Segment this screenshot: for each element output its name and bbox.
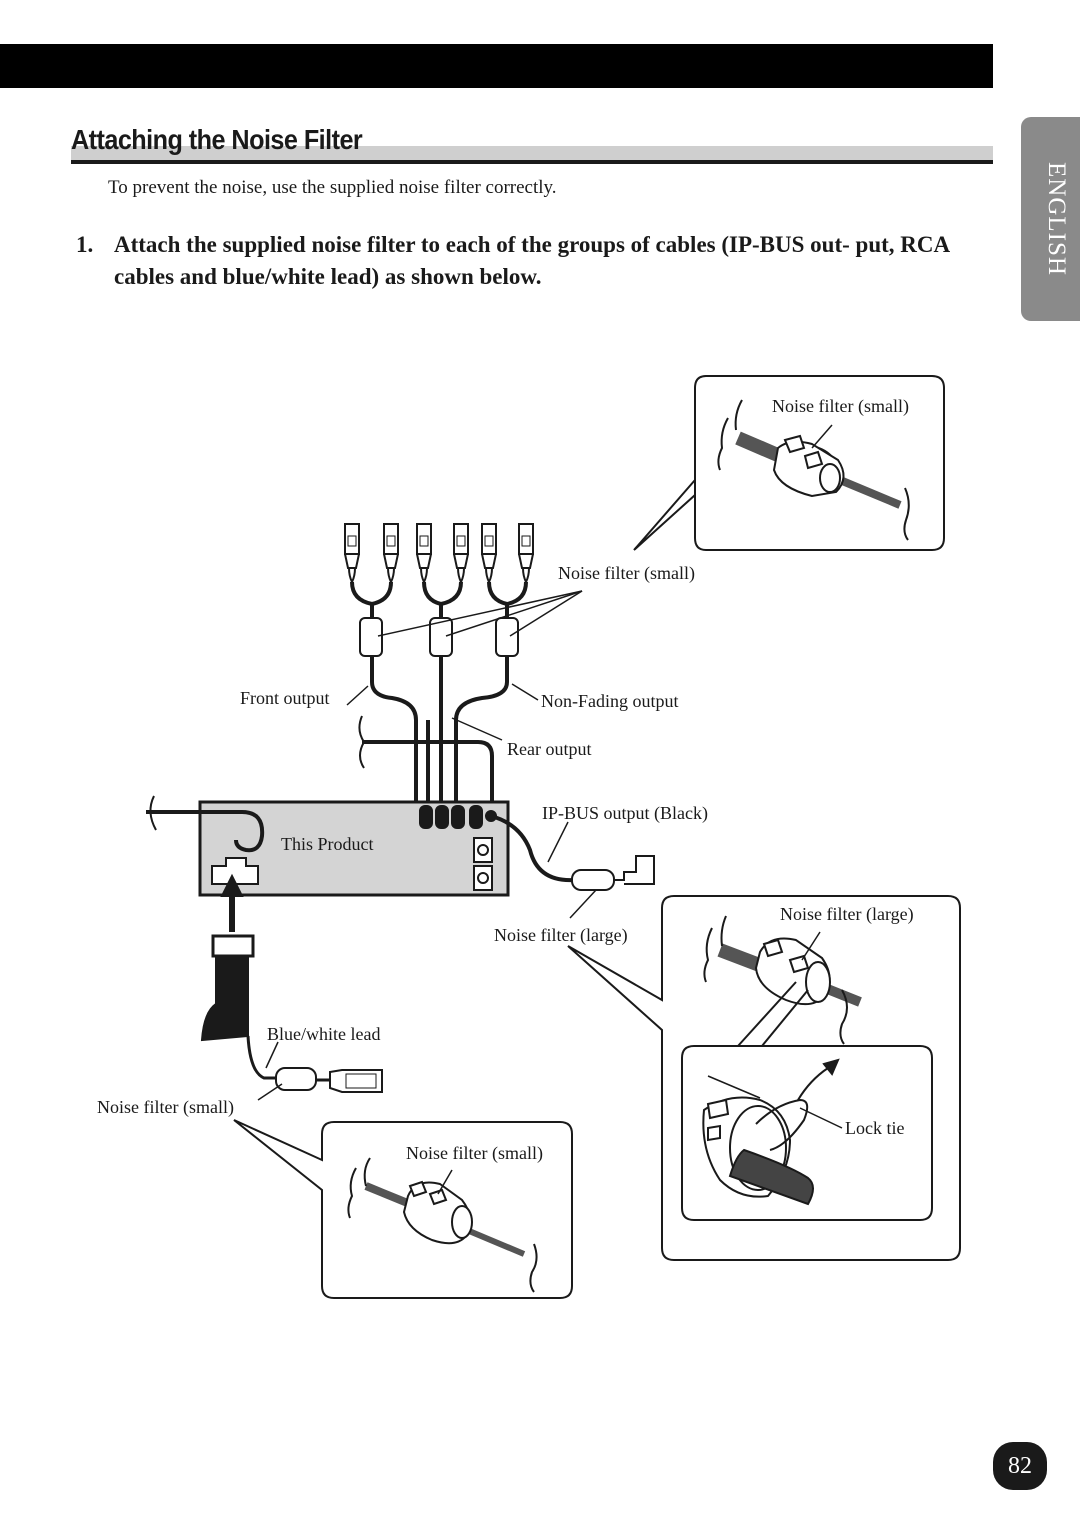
label-nf-large-callout: Noise filter (large) — [780, 904, 914, 925]
label-non-fading-output: Non-Fading output — [541, 691, 679, 711]
leader-lead-filter — [257, 1083, 283, 1101]
ipbus-cable — [490, 814, 575, 883]
step-text: Attach the supplied noise filter to each… — [114, 232, 949, 289]
title-underline — [71, 160, 993, 164]
label-rear-output: Rear output — [507, 739, 591, 759]
ipbus-connector — [614, 855, 655, 885]
label-nf-small-rca: Noise filter (small) — [558, 563, 695, 584]
leader-lock-tie — [799, 1107, 843, 1129]
label-front-output: Front output — [240, 688, 330, 708]
leader-bottom-filter — [437, 1169, 453, 1195]
antenna-cable — [146, 810, 265, 853]
ipbus-filter — [571, 869, 615, 891]
label-this-product: This Product — [281, 834, 374, 854]
blue-white-lead — [200, 873, 383, 1093]
zoom-lock-tie-box — [681, 1045, 933, 1221]
leader-rear-output — [451, 717, 503, 741]
rca-plugs — [344, 523, 534, 585]
lock-tie-detail-icon — [702, 1058, 840, 1206]
noise-filter-small-bottom-icon — [347, 1157, 538, 1293]
zoom-line-right — [761, 989, 809, 1047]
leader-rca-filters — [377, 590, 583, 637]
step-number: 1. — [76, 232, 94, 257]
label-nf-small-bottom: Noise filter (small) — [406, 1143, 543, 1164]
this-product-unit — [198, 800, 510, 897]
label-lock-tie: Lock tie — [845, 1118, 904, 1138]
rca-cables — [350, 581, 528, 810]
leader-ipbus-filter — [569, 889, 597, 919]
title-rule — [71, 146, 993, 162]
noise-filter-large-icon — [703, 915, 862, 1045]
callout-large-filter — [567, 895, 961, 1261]
header-bar — [0, 44, 993, 88]
page-number: 82 — [993, 1442, 1047, 1490]
leader-front-output — [346, 685, 369, 706]
rca-filter-front — [359, 617, 383, 657]
callout-small-filter-top — [633, 375, 945, 551]
language-tab: ENGLISH — [1021, 117, 1080, 321]
callout-small-filter-bottom — [233, 1119, 573, 1299]
leader-blue-white-lead — [265, 1041, 279, 1069]
noise-filter-small-top-icon — [717, 399, 910, 541]
label-nf-small-lead: Noise filter (small) — [97, 1097, 234, 1118]
leader-top-filter — [811, 424, 833, 449]
label-blue-white-lead: Blue/white lead — [267, 1024, 380, 1044]
section-title: Attaching the Noise Filter — [71, 124, 363, 155]
rear-output-cut — [358, 715, 366, 769]
rca-filter-nonfading — [495, 617, 519, 657]
label-nf-small-top: Noise filter (small) — [772, 396, 909, 417]
label-nf-large-ipbus: Noise filter (large) — [494, 925, 628, 946]
leader-large-filter — [801, 931, 821, 961]
leader-ipbus-output — [547, 821, 569, 863]
rca-filter-rear — [429, 617, 453, 657]
intro-text: To prevent the noise, use the supplied n… — [108, 177, 557, 198]
label-ip-bus-output: IP-BUS output (Black) — [542, 803, 708, 824]
antenna-cut — [149, 795, 157, 831]
zoom-line-left — [737, 981, 797, 1047]
leader-nonfading-output — [511, 683, 539, 701]
